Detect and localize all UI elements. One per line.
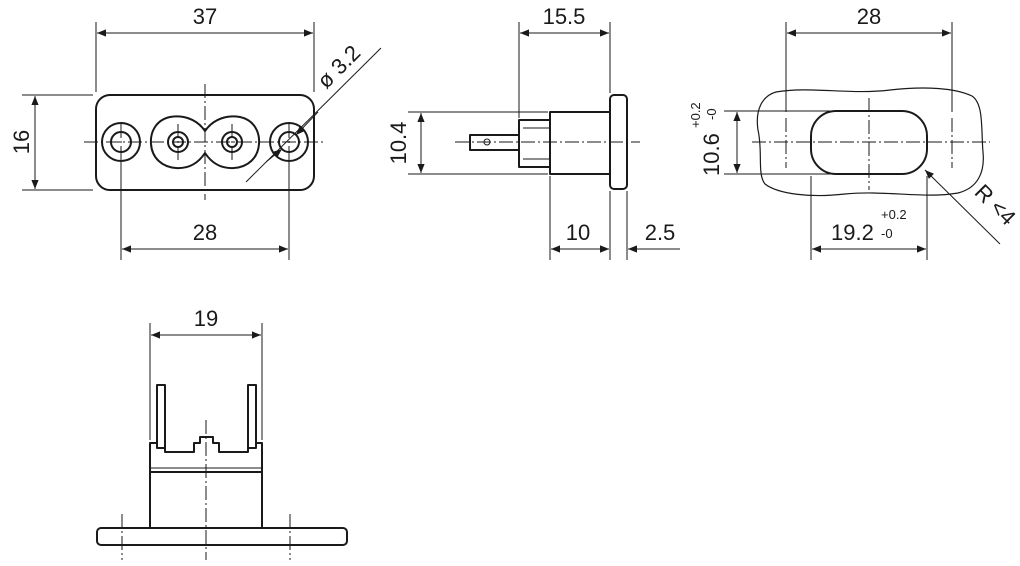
dim-cutout-length: 19.2 <box>831 220 874 245</box>
dim-flange: 2.5 <box>645 220 676 245</box>
contact-right-outer <box>221 131 243 153</box>
bottom-pin-left <box>156 384 166 449</box>
dim-front-width: 37 <box>193 4 217 29</box>
dim-cutout-height: 10.6 <box>699 133 724 176</box>
dim-cutout-length-tol-lower: -0 <box>881 226 893 241</box>
side-rear-block <box>518 119 551 168</box>
dim-cutout-radius: R <4 <box>970 179 1020 230</box>
side-body <box>549 111 611 175</box>
front-view: 37 16 28 ø 3.2 <box>9 4 382 260</box>
dim-bottom-width: 19 <box>194 306 218 331</box>
panel-cutout-view: 28 10.6 +0.2 -0 19.2 +0.2 -0 R <4 <box>688 4 1020 260</box>
dim-hole-diameter: ø 3.2 <box>312 40 365 93</box>
panel-break-outline <box>756 87 984 197</box>
contact-left-inner <box>172 136 184 148</box>
dim-cutout-width: 28 <box>857 4 881 29</box>
bottom-pin-right <box>247 384 257 449</box>
mounting-boss-right <box>269 122 309 162</box>
leader-cutout-radius <box>924 169 1001 245</box>
dim-cutout-height-tol-lower: -0 <box>704 108 719 120</box>
mounting-hole-left <box>110 131 132 153</box>
contact-left-outer <box>167 131 189 153</box>
dim-hole-pitch: 28 <box>193 220 217 245</box>
side-view: 15.5 10.4 10 2.5 <box>386 4 680 260</box>
mounting-boss-left <box>101 122 141 162</box>
socket-opening <box>149 115 261 170</box>
mounting-hole-right <box>278 131 300 153</box>
dim-body-depth: 10 <box>566 220 590 245</box>
dim-side-pin-height: 10.4 <box>386 122 411 165</box>
dim-cutout-length-tol-upper: +0.2 <box>881 207 907 222</box>
dim-side-depth: 15.5 <box>543 4 586 29</box>
dim-front-height: 16 <box>9 130 34 154</box>
contact-right-inner <box>226 136 238 148</box>
bottom-flange <box>96 527 348 546</box>
bottom-view: 19 <box>96 306 348 560</box>
dim-cutout-height-tol-upper: +0.2 <box>688 102 703 128</box>
